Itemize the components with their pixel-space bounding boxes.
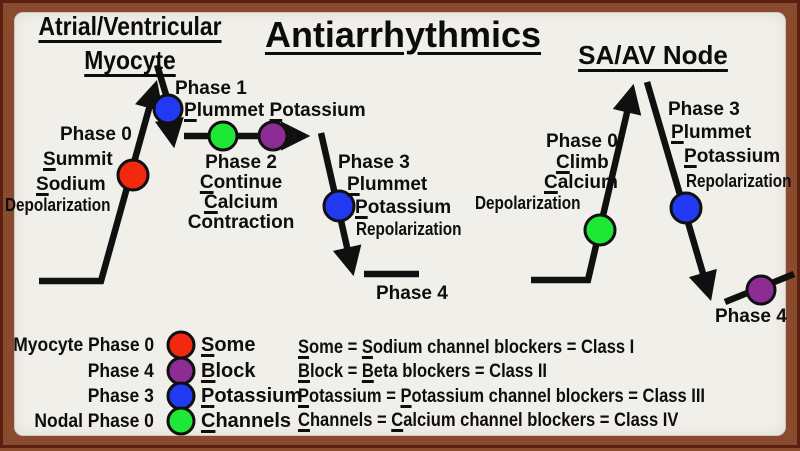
myocyte-phase3-potassium: Potassium	[355, 197, 452, 218]
myocyte-phase3-repolarization: Repolarization	[356, 219, 462, 239]
title-myocyte-line2: Myocyte	[84, 45, 176, 75]
myocyte-phase2-block: Phase 2 Continue Calcium Contraction	[180, 153, 302, 233]
node-phase0-climb: Climb	[556, 152, 609, 173]
node-phase3-label: Phase 3	[668, 99, 740, 120]
waveform-layer	[39, 64, 796, 436]
title-sa-av-node: SA/AV Node	[578, 40, 728, 70]
legend-row-label-myocyte-phase0: Myocyte Phase 0	[13, 335, 154, 356]
legend-word-block: Block	[201, 360, 256, 382]
node-phase0-label: Phase 0	[546, 131, 618, 152]
myocyte-phase0-sodium-dot	[116, 158, 150, 192]
node-phase0-depolarization: Depolarization	[475, 193, 581, 213]
myocyte-phase1-plummet-potassium: Plummet Potassium	[184, 100, 366, 121]
node-phase0-calcium-dot	[583, 213, 617, 247]
legend-equation-class3: Potassium = Potassium channel blockers =…	[298, 386, 706, 407]
legend-word-some: Some	[201, 334, 256, 356]
title-myocyte-line1: Atrial/Ventricular	[38, 11, 222, 41]
myocyte-phase3-potassium-dot	[322, 189, 356, 223]
legend-equation-class2: Block = Beta blockers = Class II	[298, 361, 548, 382]
node-phase4-beta-dot	[745, 274, 777, 306]
myocyte-phase0-depolarization: Depolarization	[5, 195, 111, 215]
myocyte-phase0-upstroke-line	[39, 79, 164, 285]
node-phase0-calcium: Calcium	[544, 172, 618, 193]
title-antiarrhythmics: Antiarrhythmics	[264, 14, 542, 55]
myocyte-phase2-continue: Continue	[199, 172, 283, 193]
myocyte-phase1-potassium-dot	[152, 93, 184, 125]
myocyte-phase1-label: Phase 1	[175, 78, 247, 99]
myocyte-phase2-calcium: Calcium	[204, 192, 278, 213]
node-phase4-label: Phase 4	[715, 306, 787, 327]
legend-potassium-dot	[166, 381, 196, 411]
node-phase3-downstroke-arrow	[643, 81, 717, 302]
legend-row-label-phase4: Phase 4	[87, 361, 154, 382]
myocyte-phase3-label: Phase 3	[338, 152, 410, 173]
legend-equation-class1: Some = Sodium channel blockers = Class I	[298, 337, 635, 358]
node-phase3-plummet: Plummet	[671, 122, 752, 143]
legend-calcium-dot	[166, 406, 196, 436]
myocyte-phase2-beta-dot	[257, 120, 289, 152]
legend-word-potassium: Potassium	[201, 385, 303, 407]
legend-row-label-phase3: Phase 3	[87, 386, 154, 407]
myocyte-phase3-plummet: Plummet	[347, 174, 428, 195]
node-phase3-potassium-dot	[669, 191, 703, 225]
legend-word-channels: Channels	[201, 410, 292, 432]
legend-equation-class4: Channels = Calcium channel blockers = Cl…	[298, 410, 679, 431]
node-phase3-repolarization: Repolarization	[686, 171, 792, 191]
legend-sodium-dot	[166, 330, 196, 360]
myocyte-phase0-sodium: Sodium	[36, 174, 106, 195]
myocyte-phase0-label: Phase 0	[60, 124, 132, 145]
myocyte-phase2-calcium-dot	[207, 120, 239, 152]
myocyte-phase2-label: Phase 2	[205, 152, 277, 173]
myocyte-phase2-contraction: Contraction	[187, 212, 295, 233]
node-phase3-potassium: Potassium	[684, 146, 781, 167]
node-phase0-upstroke-line	[531, 83, 642, 284]
myocyte-peak-notch-line	[153, 64, 171, 99]
myocyte-phase0-summit: Summit	[43, 149, 113, 170]
myocyte-phase4-label: Phase 4	[376, 283, 448, 304]
legend-row-label-nodal-phase0: Nodal Phase 0	[34, 411, 154, 432]
legend-beta-dot	[166, 356, 196, 386]
